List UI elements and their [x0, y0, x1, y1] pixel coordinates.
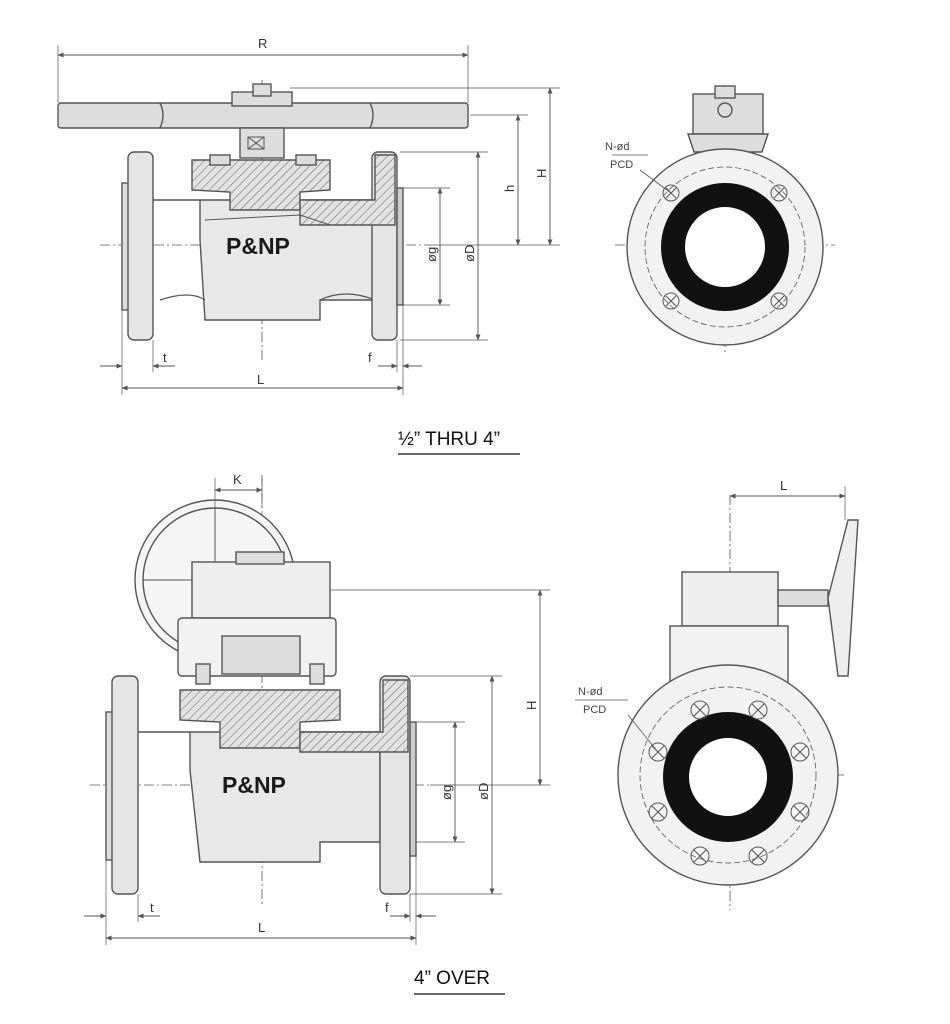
dim-D-b: øD — [476, 783, 491, 800]
pcd-label-b: PCD — [583, 704, 606, 716]
dim-D: øD — [462, 245, 477, 262]
bore-ring-b — [663, 712, 793, 842]
dim-R: R — [258, 36, 267, 51]
top-side-view — [612, 85, 835, 355]
dim-f-b: f — [385, 900, 389, 915]
handle-lever — [57, 102, 469, 129]
bore-ring — [661, 183, 789, 311]
gearbox — [191, 561, 331, 619]
pcd-label: PCD — [610, 159, 633, 171]
brand-logo: P&NP — [226, 233, 290, 259]
dim-L-b: L — [258, 920, 265, 935]
dim-f: f — [368, 350, 372, 365]
dim-g: øg — [424, 247, 439, 262]
dim-t: t — [163, 350, 167, 365]
dim-t-b: t — [150, 900, 154, 915]
flange-left-b — [111, 675, 139, 895]
bottom-front-view — [84, 475, 550, 945]
caption-bottom: 4” OVER — [414, 968, 490, 989]
dim-g-b: øg — [439, 785, 454, 800]
dim-L: L — [257, 372, 264, 387]
dim-h: h — [502, 185, 517, 192]
dim-H: H — [534, 169, 549, 178]
flange-left — [127, 151, 154, 341]
dim-H-b: H — [524, 701, 539, 710]
bottom-side-view — [575, 486, 859, 910]
bolt-label: N-ød — [605, 141, 629, 153]
brand-logo-b: P&NP — [222, 772, 286, 798]
caption-top: ½” THRU 4” — [398, 429, 500, 450]
bolt-label-b: N-ød — [578, 686, 602, 698]
top-front-view — [57, 45, 560, 395]
dim-K: K — [233, 472, 242, 487]
handwheel-side — [827, 519, 859, 677]
dim-L-side: L — [780, 478, 787, 493]
